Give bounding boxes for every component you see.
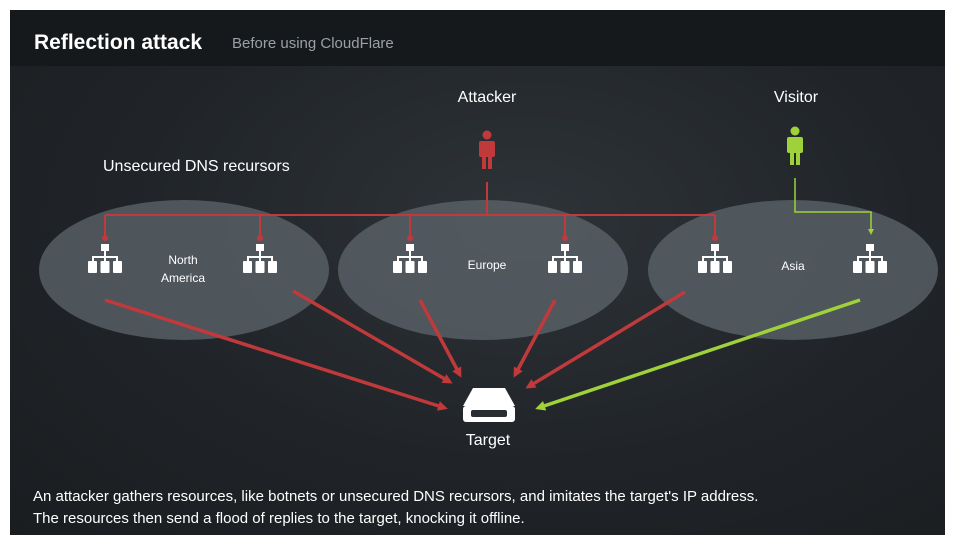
region-north-america: [39, 200, 329, 340]
flood-arrow-europe-2: [513, 299, 557, 378]
region-label-europe: Europe: [468, 258, 507, 272]
region-label-north-america-line2: America: [161, 271, 205, 285]
page-subtitle: Before using CloudFlare: [232, 35, 394, 52]
flood-arrow-north-america-1: [104, 298, 448, 411]
dns-recursors-label: Unsecured DNS recursors: [103, 158, 290, 175]
page-title: Reflection attack: [34, 31, 203, 54]
visitor-reply-arrow: [535, 298, 861, 411]
flood-arrow-europe-1: [418, 299, 462, 378]
header-bar: Reflection attack Before using CloudFlar…: [10, 10, 945, 66]
caption-line-2: The resources then send a flood of repli…: [33, 510, 525, 527]
attacker-label: Attacker: [458, 89, 517, 106]
attacker-line-endpoints: [102, 235, 718, 241]
region-asia: [648, 200, 938, 340]
attacker-command-lines: [104, 182, 716, 238]
region-label-north-america-line1: North: [168, 253, 197, 267]
target-server-icon: [463, 388, 515, 422]
attacker-icon: [479, 130, 495, 169]
diagram-canvas: Attacker Visitor Unsecured DNS recursors…: [39, 89, 938, 449]
visitor-icon: [787, 126, 803, 165]
caption: An attacker gathers resources, like botn…: [33, 486, 933, 530]
visitor-request-line: [794, 178, 874, 235]
caption-line-1: An attacker gathers resources, like botn…: [33, 488, 759, 505]
region-label-asia: Asia: [781, 259, 805, 273]
target-label: Target: [466, 432, 511, 449]
flood-arrow-north-america-2: [292, 289, 453, 384]
visitor-label: Visitor: [774, 89, 819, 106]
diagram-panel: Reflection attack Before using CloudFlar…: [10, 10, 945, 535]
flood-arrow-asia-1: [525, 290, 686, 389]
